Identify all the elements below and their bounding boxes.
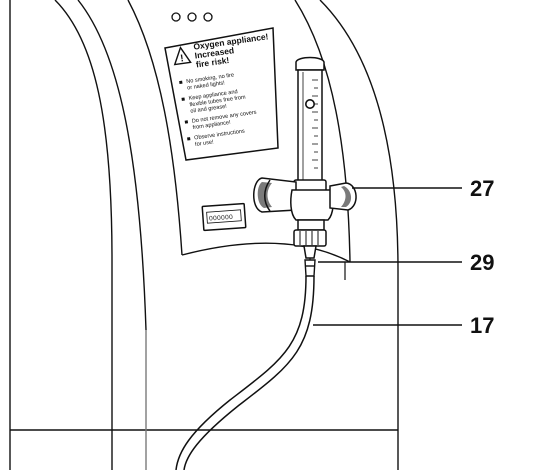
callout-29: 29 — [470, 250, 494, 275]
square-bullet-icon — [179, 80, 183, 85]
warning-item-line: for use! — [195, 139, 215, 148]
flowmeter — [293, 56, 327, 193]
indicator-light — [171, 12, 181, 22]
housing-panel-left — [127, 0, 183, 256]
callout-27: 27 — [470, 176, 494, 201]
oxygen-tube — [175, 275, 315, 471]
hour-counter-digits: 000000 — [209, 214, 234, 223]
warning-label-frame — [164, 27, 279, 161]
square-bullet-icon — [187, 137, 191, 141]
warning-exclamation: ! — [180, 53, 185, 64]
indicator-light — [187, 12, 197, 22]
outlet-nut — [293, 229, 327, 247]
square-bullet-icon — [181, 97, 185, 101]
hour-counter-window — [206, 209, 242, 224]
warning-triangle-icon — [173, 46, 192, 66]
warning-heading-line: fire risk! — [195, 55, 230, 70]
flowmeter-scale — [312, 79, 318, 169]
warning-item-line: oil and grease! — [190, 104, 228, 115]
flowmeter-tube — [297, 69, 323, 183]
valve-body — [290, 189, 334, 221]
housing-right-inner — [294, 0, 351, 263]
housing-right-outer — [319, 0, 399, 470]
warning-label: ! Oxygen appliance! Increased fire risk!… — [164, 27, 279, 161]
flow-control-valve — [253, 177, 357, 262]
tube-connector-body — [304, 259, 316, 277]
housing-inner-curve — [77, 0, 147, 331]
hour-counter: 000000 — [201, 202, 247, 232]
oxygen-tube-inner — [183, 275, 315, 471]
leader-lines — [313, 187, 462, 326]
left-knob-rim — [264, 179, 271, 212]
indicator-light — [203, 12, 213, 22]
right-knob-shadow — [341, 186, 352, 207]
valve-outlet-block — [297, 219, 325, 231]
flowmeter-float — [304, 99, 315, 110]
callout-17: 17 — [470, 313, 494, 338]
housing-outline — [9, 0, 399, 470]
indicator-lights — [171, 12, 213, 22]
warning-item-line: or naked lights! — [187, 80, 226, 91]
housing-front-step — [181, 242, 351, 263]
outlet-nut-grip — [299, 231, 319, 245]
oxygen-tube-outer — [175, 275, 307, 471]
housing-outer-curve — [54, 0, 113, 470]
outlet-nozzle — [303, 245, 317, 259]
tube-connector — [304, 259, 316, 277]
square-bullet-icon — [184, 120, 189, 124]
warning-item-line: from appliance! — [192, 120, 231, 131]
flowmeter-cap — [295, 56, 325, 71]
